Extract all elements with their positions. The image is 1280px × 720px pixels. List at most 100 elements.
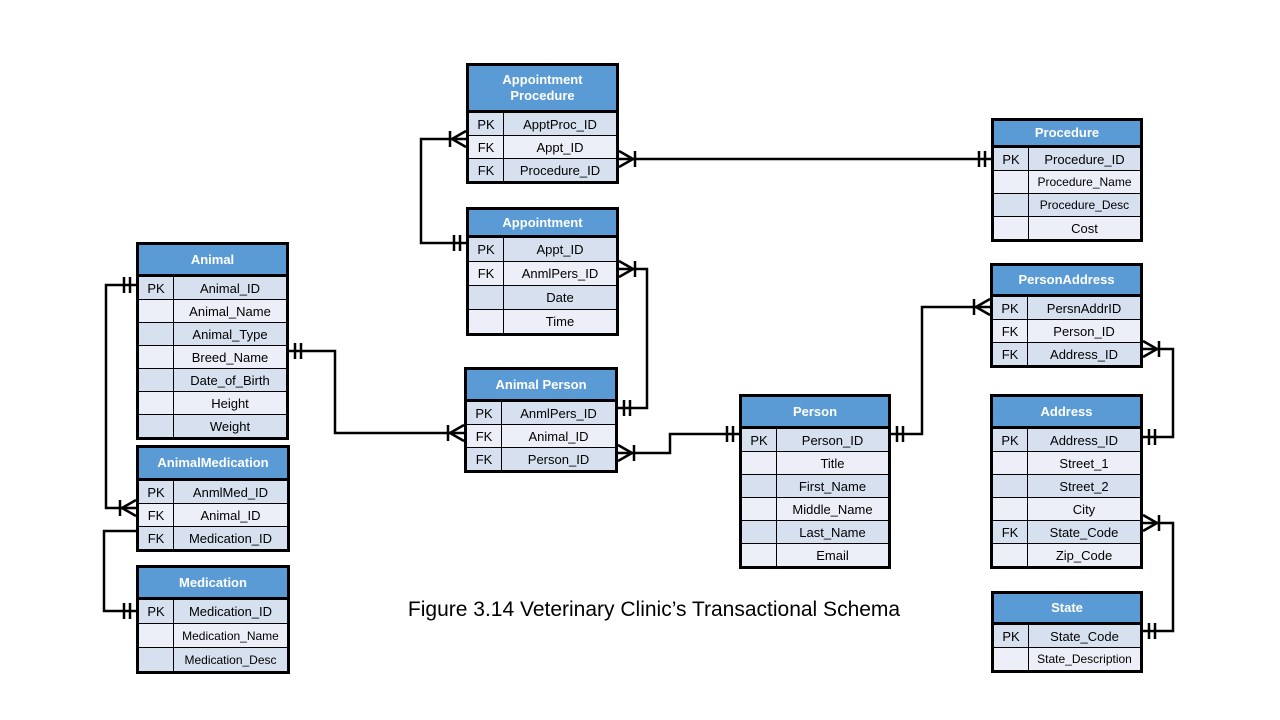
field-cell: Breed_Name: [191, 349, 269, 365]
table-row: Time: [469, 309, 616, 333]
crow-foot: [975, 297, 991, 309]
key-cell: [139, 624, 174, 647]
key-cell: [469, 286, 504, 309]
field-cell: Person_ID: [801, 432, 864, 448]
table-row: First_Name: [742, 474, 888, 497]
field-cell: Animal_Name: [189, 303, 271, 319]
field-cell: Last_Name: [799, 524, 866, 540]
link-animal-animalperson: [289, 349, 464, 435]
key-cell: [993, 452, 1028, 474]
table-row: Procedure_Desc: [994, 193, 1140, 216]
table-row: Height: [139, 391, 286, 414]
figure-caption: Figure 3.14 Veterinary Clinic’s Transact…: [407, 598, 901, 621]
crow-foot: [451, 129, 467, 141]
link-address-state: [1143, 521, 1175, 633]
field-cell: State_Description: [1037, 652, 1132, 666]
field-cell: Address_ID: [1050, 432, 1118, 448]
table-row: City: [993, 497, 1140, 520]
field-cell: Date_of_Birth: [190, 372, 270, 388]
field-cell: Person_ID: [527, 451, 590, 467]
crow-foot: [618, 267, 634, 279]
table-row: Weight: [139, 414, 286, 437]
key-cell: PK: [994, 148, 1029, 170]
key-cell: PK: [993, 297, 1028, 319]
key-cell: [139, 369, 174, 391]
crow-foot: [618, 259, 634, 271]
key-cell: FK: [467, 448, 502, 470]
table-row: Breed_Name: [139, 345, 286, 368]
field-cell: First_Name: [798, 478, 867, 494]
field-cell: Animal_ID: [200, 507, 261, 523]
key-cell: [139, 300, 174, 322]
key-cell: [994, 648, 1029, 670]
crow-foot: [617, 443, 633, 455]
entity-title: Animal: [139, 245, 286, 276]
key-cell: PK: [994, 625, 1029, 647]
table-row: Zip_Code: [993, 543, 1140, 566]
table-row: Title: [742, 451, 888, 474]
field-cell: Title: [820, 455, 845, 471]
crow-foot: [1142, 513, 1158, 525]
key-cell: [742, 498, 777, 520]
field-cell: Medication_ID: [188, 604, 273, 619]
key-cell: FK: [467, 425, 502, 447]
crow-foot: [451, 137, 467, 149]
table-row: FK Person_ID: [467, 447, 615, 470]
key-cell: [994, 217, 1029, 239]
field-cell: Height: [211, 395, 249, 411]
key-cell: [139, 648, 174, 671]
crow-foot: [618, 157, 634, 169]
field-cell: Weight: [209, 418, 251, 434]
table-row: State_Description: [994, 647, 1140, 670]
field-cell: ApptProc_ID: [523, 116, 597, 132]
field-cell: City: [1072, 501, 1096, 517]
key-cell: FK: [993, 521, 1028, 543]
field-cell: Procedure_Name: [1037, 175, 1132, 189]
key-cell: FK: [993, 320, 1028, 342]
entity-title: PersonAddress: [993, 266, 1140, 296]
link-appointment-animalperson: [618, 267, 649, 410]
entity-title: Address: [993, 397, 1140, 428]
table-row: Procedure_Name: [994, 170, 1140, 193]
link-animalperson-person: [618, 432, 739, 455]
key-cell: FK: [993, 343, 1028, 365]
key-cell: [994, 171, 1029, 193]
key-cell: [469, 310, 504, 333]
key-cell: FK: [139, 504, 174, 526]
table-row: Street_1: [993, 451, 1140, 474]
key-cell: [993, 475, 1028, 497]
field-cell: Street_2: [1059, 478, 1109, 494]
table-row: Medication_Name: [139, 623, 287, 647]
key-cell: FK: [469, 159, 504, 181]
key-cell: [139, 415, 174, 437]
key-cell: PK: [469, 238, 504, 261]
table-row: Date: [469, 285, 616, 309]
key-cell: FK: [469, 262, 504, 285]
field-cell: Procedure_Desc: [1039, 198, 1130, 212]
field-cell: AnmlPers_ID: [520, 405, 597, 421]
key-cell: [742, 521, 777, 543]
table-row: Date_of_Birth: [139, 368, 286, 391]
field-cell: Animal_Type: [192, 326, 268, 342]
table-row: Animal_Name: [139, 299, 286, 322]
entity-title: Procedure: [994, 121, 1140, 147]
crow-foot: [1142, 347, 1158, 359]
